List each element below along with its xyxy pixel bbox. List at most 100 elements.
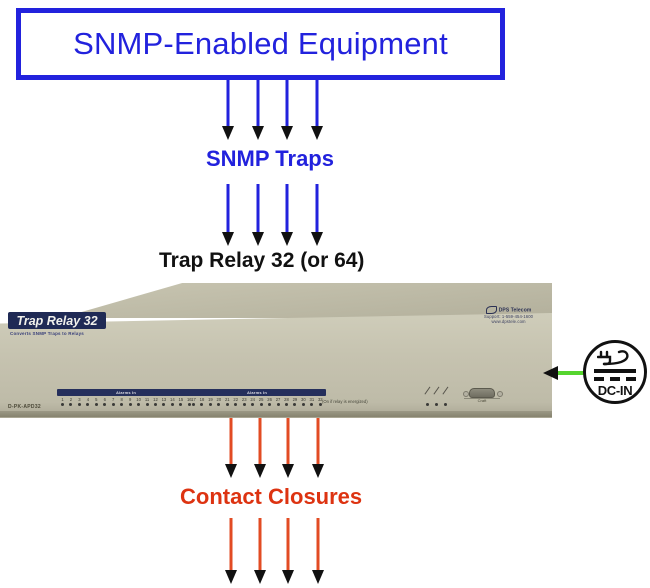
trap-relay-label: Trap Relay 32 (or 64) xyxy=(159,249,365,272)
snmp-traps-label: SNMP Traps xyxy=(206,146,334,171)
arrow-head xyxy=(225,464,237,478)
status-led-label-2 xyxy=(433,386,440,395)
alarm-led xyxy=(94,403,98,406)
alarm-led xyxy=(293,403,297,406)
arrow-head xyxy=(254,570,266,584)
snmp-trap-arrow-3 xyxy=(281,80,293,140)
alarm-led xyxy=(111,403,115,406)
arrow-head xyxy=(311,126,323,140)
alarm-number: 17 xyxy=(191,397,196,402)
alarm-number: 22 xyxy=(233,397,239,402)
snmp-trap-arrow-5 xyxy=(222,184,234,246)
vendor-info-block: DPS Telecom Support: 1-559-454-1600 www.… xyxy=(484,306,533,324)
alarm-bank-2-label: Alarms In xyxy=(246,390,268,395)
alarm-number: 8 xyxy=(120,397,123,402)
snmp-trap-arrow-4 xyxy=(311,80,323,140)
dps-logo-icon xyxy=(485,306,497,314)
contact-closure-arrow-5 xyxy=(225,518,237,584)
dc-in-circle xyxy=(583,340,647,404)
device-status-leds xyxy=(424,386,456,406)
arrow-shaft xyxy=(316,418,320,464)
vendor-name-row: DPS Telecom xyxy=(484,306,533,314)
arrow-shaft xyxy=(229,418,233,464)
alarm-bank-2: Alarms In 17 18 19 20 21 22 23 24 25 26 … xyxy=(188,389,326,406)
alarm-led xyxy=(217,403,221,406)
arrow-head xyxy=(254,464,266,478)
dc-in-dashed-bar xyxy=(594,377,636,381)
dc-in-dash xyxy=(610,377,620,381)
arrow-head xyxy=(312,464,324,478)
alarm-led xyxy=(284,403,288,406)
arrow-head xyxy=(252,232,264,246)
arrow-head xyxy=(282,570,294,584)
alarm-number: 20 xyxy=(216,397,222,402)
alarm-number: 14 xyxy=(170,397,175,402)
arrow-shaft xyxy=(285,184,289,232)
dc-in-dash xyxy=(626,377,636,381)
arrow-head xyxy=(252,126,264,140)
alarm-led xyxy=(77,403,81,406)
arrow-head xyxy=(311,232,323,246)
alarm-number: 10 xyxy=(136,397,141,402)
device-bottom-edge xyxy=(0,411,552,417)
alarm-led xyxy=(276,403,280,406)
arrow-shaft xyxy=(256,80,260,126)
alarm-led xyxy=(69,403,73,406)
status-led-1 xyxy=(426,403,429,406)
contact-closures-label: Contact Closures xyxy=(180,484,363,509)
alarm-bank-1-header: Alarms In xyxy=(57,389,195,396)
alarm-led xyxy=(310,403,314,406)
arrow-shaft xyxy=(229,518,233,570)
relay-energized-note: (On if relay is energized) xyxy=(322,399,368,404)
alarm-led xyxy=(318,403,322,406)
contact-closure-arrow-7 xyxy=(282,518,294,584)
alarm-led xyxy=(128,403,132,406)
alarm-number: 1 xyxy=(61,397,64,402)
arrow-head xyxy=(225,570,237,584)
alarm-number: 13 xyxy=(161,397,167,402)
device-front-panel xyxy=(0,313,552,418)
vendor-website: www.dpstele.com xyxy=(491,319,526,324)
alarm-led xyxy=(242,403,246,406)
snmp-trap-arrow-6 xyxy=(252,184,264,246)
alarm-led xyxy=(61,403,64,406)
contact-closure-arrow-4 xyxy=(312,418,324,478)
arrow-shaft xyxy=(315,80,319,126)
contact-closure-arrow-6 xyxy=(254,518,266,584)
vendor-name: DPS Telecom xyxy=(498,307,532,314)
alarm-led xyxy=(120,403,124,406)
arrow-head xyxy=(312,570,324,584)
status-led-label-1 xyxy=(424,386,431,395)
contact-closure-arrow-3 xyxy=(282,418,294,478)
arrow-shaft xyxy=(316,518,320,570)
arrow-shaft xyxy=(286,418,290,464)
alarm-number: 18 xyxy=(199,397,205,402)
status-led-3 xyxy=(444,403,447,406)
alarm-number: 6 xyxy=(103,397,106,402)
craft-port: Craft xyxy=(462,386,503,403)
alarm-bank-1-numbers: 1 2 3 4 5 6 7 8 9 10 11 12 13 14 15 16 xyxy=(57,397,195,402)
device-badge: Trap Relay 32 xyxy=(8,312,106,329)
arrow-shaft xyxy=(315,184,319,232)
alarm-number: 32 xyxy=(317,397,323,402)
snmp-equipment-label: SNMP-Enabled Equipment xyxy=(73,26,448,61)
arrow-shaft xyxy=(258,418,262,464)
dc-in-solid-bar xyxy=(594,369,636,373)
alarm-led xyxy=(153,403,157,406)
alarm-number: 31 xyxy=(309,397,315,402)
alarm-led xyxy=(86,403,90,406)
alarm-number: 15 xyxy=(178,397,184,402)
alarm-number: 12 xyxy=(153,397,158,402)
alarm-number: 16 xyxy=(186,397,192,402)
alarm-led xyxy=(259,403,263,406)
alarm-led xyxy=(192,403,195,406)
craft-port-label: Craft xyxy=(477,398,487,403)
dc-in-icon: DC-IN xyxy=(583,340,647,404)
alarm-bank-1-label: Alarms In xyxy=(115,390,137,395)
alarm-led xyxy=(137,403,141,406)
snmp-trap-arrow-8 xyxy=(311,184,323,246)
dc-in-dash xyxy=(594,377,604,381)
alarm-led xyxy=(225,403,229,406)
alarm-led xyxy=(200,403,204,406)
